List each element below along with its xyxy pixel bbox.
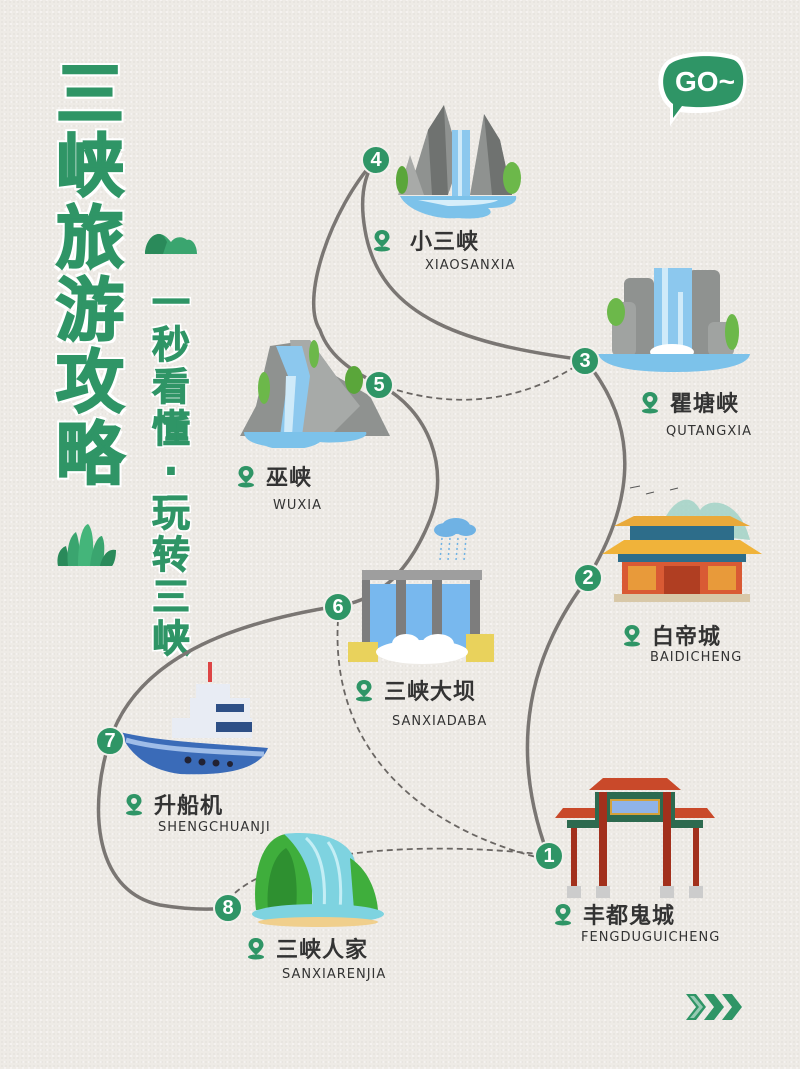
cruise-ship-icon <box>120 658 270 778</box>
stop-marker-3[interactable]: 3 <box>570 346 600 376</box>
rocky-waterfall-icon <box>240 336 390 448</box>
stop-label-sanxiarenjia[interactable]: 三峡人家 <box>244 932 368 964</box>
title-char: 旅 <box>55 200 125 279</box>
stop-pinyin: SHENGCHUANJI <box>158 820 271 835</box>
stop-marker-1[interactable]: 1 <box>534 841 564 871</box>
stop-label-fengduguicheng[interactable]: 丰都鬼城 <box>551 898 675 930</box>
subtitle-char: 看 <box>151 365 190 409</box>
stop-pinyin: SANXIADABA <box>392 714 488 729</box>
stop-name: 三峡大坝 <box>384 680 477 705</box>
subtitle-char: 三 <box>151 575 190 619</box>
subtitle-char: 一 <box>151 281 190 325</box>
subtitle-char: · <box>163 449 179 493</box>
title-char: 攻 <box>55 344 125 423</box>
stop-label-wuxia[interactable]: 巫峡 <box>234 460 312 492</box>
location-pin-icon <box>555 904 571 926</box>
stop-pinyin: SANXIARENJIA <box>282 967 387 982</box>
stop-marker-5[interactable]: 5 <box>364 370 394 400</box>
title-char: 三 <box>55 56 125 135</box>
stop-pinyin: FENGDUGUICHENG <box>581 930 721 945</box>
dam-icon <box>346 514 496 666</box>
title-char: 略 <box>55 416 125 495</box>
location-pin-icon <box>356 680 372 702</box>
bush-icon <box>143 228 199 256</box>
go-label: GO~ <box>675 66 735 97</box>
stop-marker-2[interactable]: 2 <box>573 563 603 593</box>
stop-marker-6[interactable]: 6 <box>323 592 353 622</box>
location-pin-icon <box>248 938 264 960</box>
stop-label-shengchuanji[interactable]: 升船机 <box>122 788 223 820</box>
stop-name: 三峡人家 <box>276 938 369 963</box>
next-chevrons-icon[interactable] <box>684 992 746 1022</box>
subtitle-char: 玩 <box>151 491 190 535</box>
title-char: 峡 <box>55 128 125 207</box>
location-pin-icon <box>624 625 640 647</box>
subtitle-char: 秒 <box>151 323 190 367</box>
stop-name: 丰都鬼城 <box>583 904 676 929</box>
stop-pinyin: QUTANGXIA <box>666 424 753 439</box>
stop-marker-8[interactable]: 8 <box>213 893 243 923</box>
location-pin-icon <box>238 466 254 488</box>
stop-marker-4[interactable]: 4 <box>361 145 391 175</box>
mountain-waterfall-icon <box>388 100 528 225</box>
stop-label-qutangxia[interactable]: 瞿塘峡 <box>638 386 739 418</box>
archway-gate-icon <box>555 770 715 900</box>
subtitle-char: 懂 <box>151 407 190 451</box>
location-pin-icon <box>642 392 658 414</box>
location-pin-icon <box>374 230 390 252</box>
stop-marker-7[interactable]: 7 <box>95 726 125 756</box>
stop-name: 小三峡 <box>410 230 480 255</box>
stop-name: 瞿塘峡 <box>670 392 740 417</box>
stop-pinyin: XIAOSANXIA <box>425 258 516 273</box>
go-button[interactable]: GO~ <box>652 48 752 128</box>
location-pin-icon <box>126 794 142 816</box>
main-title: 三 峡 旅 游 攻 略 <box>50 56 130 495</box>
green-waterfall-icon <box>246 828 386 928</box>
grass-icon <box>54 522 120 568</box>
stop-name: 巫峡 <box>266 466 313 491</box>
subtitle-char: 转 <box>151 533 190 577</box>
waterfall-cliff-icon <box>598 262 750 372</box>
stop-label-baidicheng[interactable]: 白帝城 <box>620 619 721 651</box>
stop-name: 白帝城 <box>652 625 722 650</box>
stop-pinyin: WUXIA <box>273 498 323 513</box>
stop-pinyin: BAIDICHENG <box>650 650 743 665</box>
title-char: 游 <box>55 272 125 351</box>
stop-label-sanxiadaba[interactable]: 三峡大坝 <box>352 674 476 706</box>
stop-label-xiaosanxia[interactable]: 小三峡 <box>370 224 479 256</box>
palace-temple-icon <box>600 480 765 610</box>
stop-name: 升船机 <box>154 794 224 819</box>
